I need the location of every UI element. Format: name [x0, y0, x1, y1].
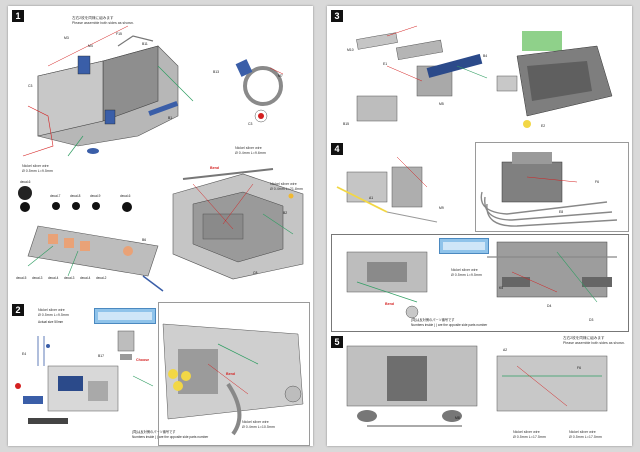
actual-size-panel — [439, 238, 489, 254]
part-label: M10 — [347, 48, 354, 52]
step-2-detail-frame — [158, 302, 310, 446]
note-numbers-en: Numbers inside ( ) are the opposite side… — [411, 323, 488, 327]
bend-label: Bend — [385, 302, 394, 306]
part-label: D4 — [547, 304, 552, 308]
rear-suspension-frame — [331, 234, 629, 332]
decal-label: decal-6 — [20, 180, 31, 184]
part-label: B6 — [142, 238, 147, 242]
wire-label-d: Nickel silver wire — [38, 308, 65, 312]
step-number-4: 4 — [331, 143, 343, 155]
decal-swatch-icon — [20, 202, 30, 212]
wire-label-h: Nickel silver wire — [569, 430, 596, 434]
seat-assembly-diagram — [15, 330, 154, 424]
part-label: E1 — [383, 62, 388, 66]
note-numbers-jp: (同)は反対側のパーツ番号です — [411, 318, 455, 322]
note-numbers-jp: (同)は反対側のパーツ番号です — [132, 430, 176, 434]
part-label: F6 — [595, 180, 599, 184]
part-label: A1 — [369, 196, 374, 200]
part-label: F15 — [116, 32, 122, 36]
part-label: C8 — [253, 271, 258, 275]
wire-dim-e: Ø 0.4mm L=10.5mm — [242, 425, 275, 429]
note-numbers-en: Numbers inside ( ) are the opposite side… — [132, 435, 209, 439]
part-label: E8 — [559, 210, 564, 214]
wire-label-c: Nickel silver wire — [270, 182, 297, 186]
engine-harness-diagram — [336, 152, 618, 227]
part-label: M3 — [64, 36, 69, 40]
wire-dim-c: Ø 0.4mm L=21.8mm — [270, 187, 303, 191]
wire-label-a: Nickel silver wire — [22, 164, 49, 168]
part-label: A2 — [503, 348, 508, 352]
decal-label: decal-3 — [64, 276, 75, 280]
part-label: B4 — [483, 54, 488, 58]
final-assembly-diagram — [346, 345, 608, 427]
decal-swatch-icon — [18, 186, 32, 200]
note-both-sides-en: Please assemble both sides as shown. — [563, 341, 625, 345]
decal-label: decal-2 — [96, 276, 107, 280]
chassis-floor-diagram — [27, 225, 164, 292]
note-both-sides-en: Please assemble both sides as shown. — [72, 21, 134, 25]
part-label: M4 — [88, 44, 93, 48]
rear-suspension-diagram — [346, 241, 617, 319]
decal-label: decal-4 — [48, 276, 59, 280]
part-label: M9 — [439, 206, 444, 210]
decal-label: decal-6 — [120, 194, 131, 198]
bend-label: Bend — [210, 166, 219, 170]
part-label: C3 — [28, 84, 33, 88]
wire-dim-g: Ø 0.5mm L=17.5mm — [513, 435, 546, 439]
wire-label-f: Nickel silver wire — [451, 268, 478, 272]
part-label: E4 — [22, 352, 27, 356]
part-label: C3 — [248, 122, 253, 126]
part-label: K5 — [499, 286, 504, 290]
engine-assembly-diagram — [356, 25, 613, 128]
wire-label-e: Nickel silver wire — [242, 420, 269, 424]
step-number-2: 2 — [12, 304, 24, 316]
part-label: B13 — [213, 70, 220, 74]
instruction-page-right: 3 M10 E1 B4 M5 B15 E2 4 A1 M9 F6 E8 — [327, 6, 632, 446]
actual-size-label: Actual size 50mm — [38, 320, 64, 324]
decal-label: decal-8 — [70, 194, 81, 198]
choose-label: Choose — [136, 358, 150, 362]
wire-dim-a: Ø 0.5mm L=9.5mm — [22, 169, 53, 173]
note-both-sides-jp: 左右2枚を同様に組みます — [72, 16, 114, 20]
instruction-page-left: 1 左右2枚を同様に組みます Please assemble both side… — [8, 6, 313, 446]
bend-label: Bend — [226, 372, 235, 376]
part-label: M8 — [455, 416, 460, 420]
part-label: M7 — [278, 74, 283, 78]
actual-size-panel — [94, 308, 156, 324]
decal-label: decal-5 — [16, 276, 27, 280]
part-label: B17 — [98, 354, 105, 358]
decal-swatch-icon — [122, 202, 132, 212]
cockpit-detail-diagram — [162, 323, 304, 436]
step-number-5: 5 — [331, 336, 343, 348]
wire-label-g: Nickel silver wire — [513, 430, 540, 434]
part-label: B11 — [142, 42, 148, 46]
part-label: M5 — [439, 102, 444, 106]
decal-swatch-icon — [52, 202, 60, 210]
part-label: B2 — [283, 211, 288, 215]
chassis-rear-diagram — [22, 25, 284, 157]
step-4-detail-frame — [475, 142, 629, 232]
part-label: B1 — [168, 116, 173, 120]
part-label: E2 — [541, 124, 546, 128]
wire-label-b: Nickel silver wire — [235, 146, 262, 150]
wire-dim-f: Ø 0.5mm L=9.5mm — [451, 273, 482, 277]
decal-label: decal-4 — [80, 276, 91, 280]
wire-dim-b: Ø 0.4mm L=9.6mm — [235, 151, 266, 155]
decal-swatch-icon — [72, 202, 80, 210]
decal-label: decal-3 — [32, 276, 43, 280]
decal-label: decal-7 — [50, 194, 61, 198]
step-number-1: 1 — [12, 10, 24, 22]
chassis-front-diagram — [172, 168, 304, 280]
part-label: F6 — [577, 366, 581, 370]
decal-label: decal-9 — [90, 194, 101, 198]
step-number-3: 3 — [331, 10, 343, 22]
wire-dim-h: Ø 0.5mm L=17.5mm — [569, 435, 602, 439]
part-label: B15 — [343, 122, 350, 126]
note-both-sides-jp: 左右2枚を同様に組みます — [563, 336, 605, 340]
decal-swatch-icon — [92, 202, 100, 210]
wire-dim-d: Ø 0.5mm L=9.5mm — [38, 313, 69, 317]
part-label: D3 — [589, 318, 594, 322]
